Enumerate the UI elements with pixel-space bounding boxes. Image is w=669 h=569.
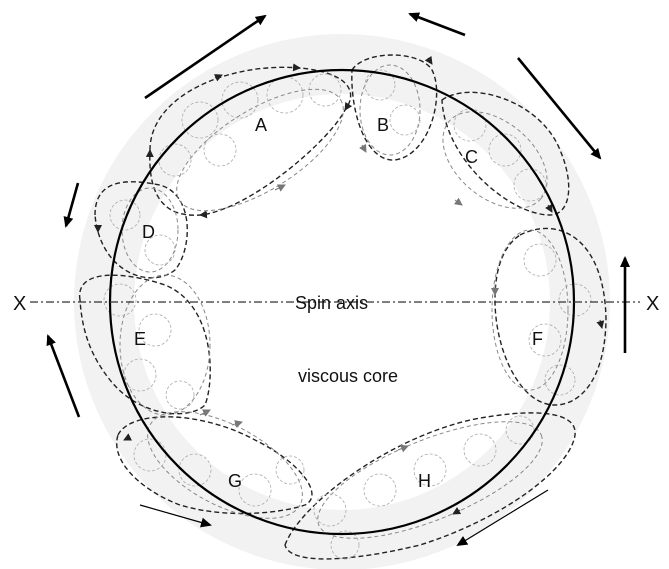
region-label-c: C xyxy=(465,147,478,167)
region-label-f: F xyxy=(532,329,543,349)
axis-label-right: X xyxy=(646,293,659,315)
region-label-e: E xyxy=(134,329,146,349)
arrow-left-upper xyxy=(66,183,78,226)
arrow-left-lower xyxy=(48,336,79,417)
region-label-b: B xyxy=(377,115,389,135)
region-label-a: A xyxy=(255,115,267,135)
axis-label-left: X xyxy=(13,293,26,315)
region-label-g: G xyxy=(228,471,242,491)
core-label: viscous core xyxy=(298,366,398,386)
spin-axis-label: Spin axis xyxy=(295,293,368,313)
arrow-top-center xyxy=(410,14,465,35)
region-label-h: H xyxy=(418,471,431,491)
region-label-d: D xyxy=(142,222,155,242)
